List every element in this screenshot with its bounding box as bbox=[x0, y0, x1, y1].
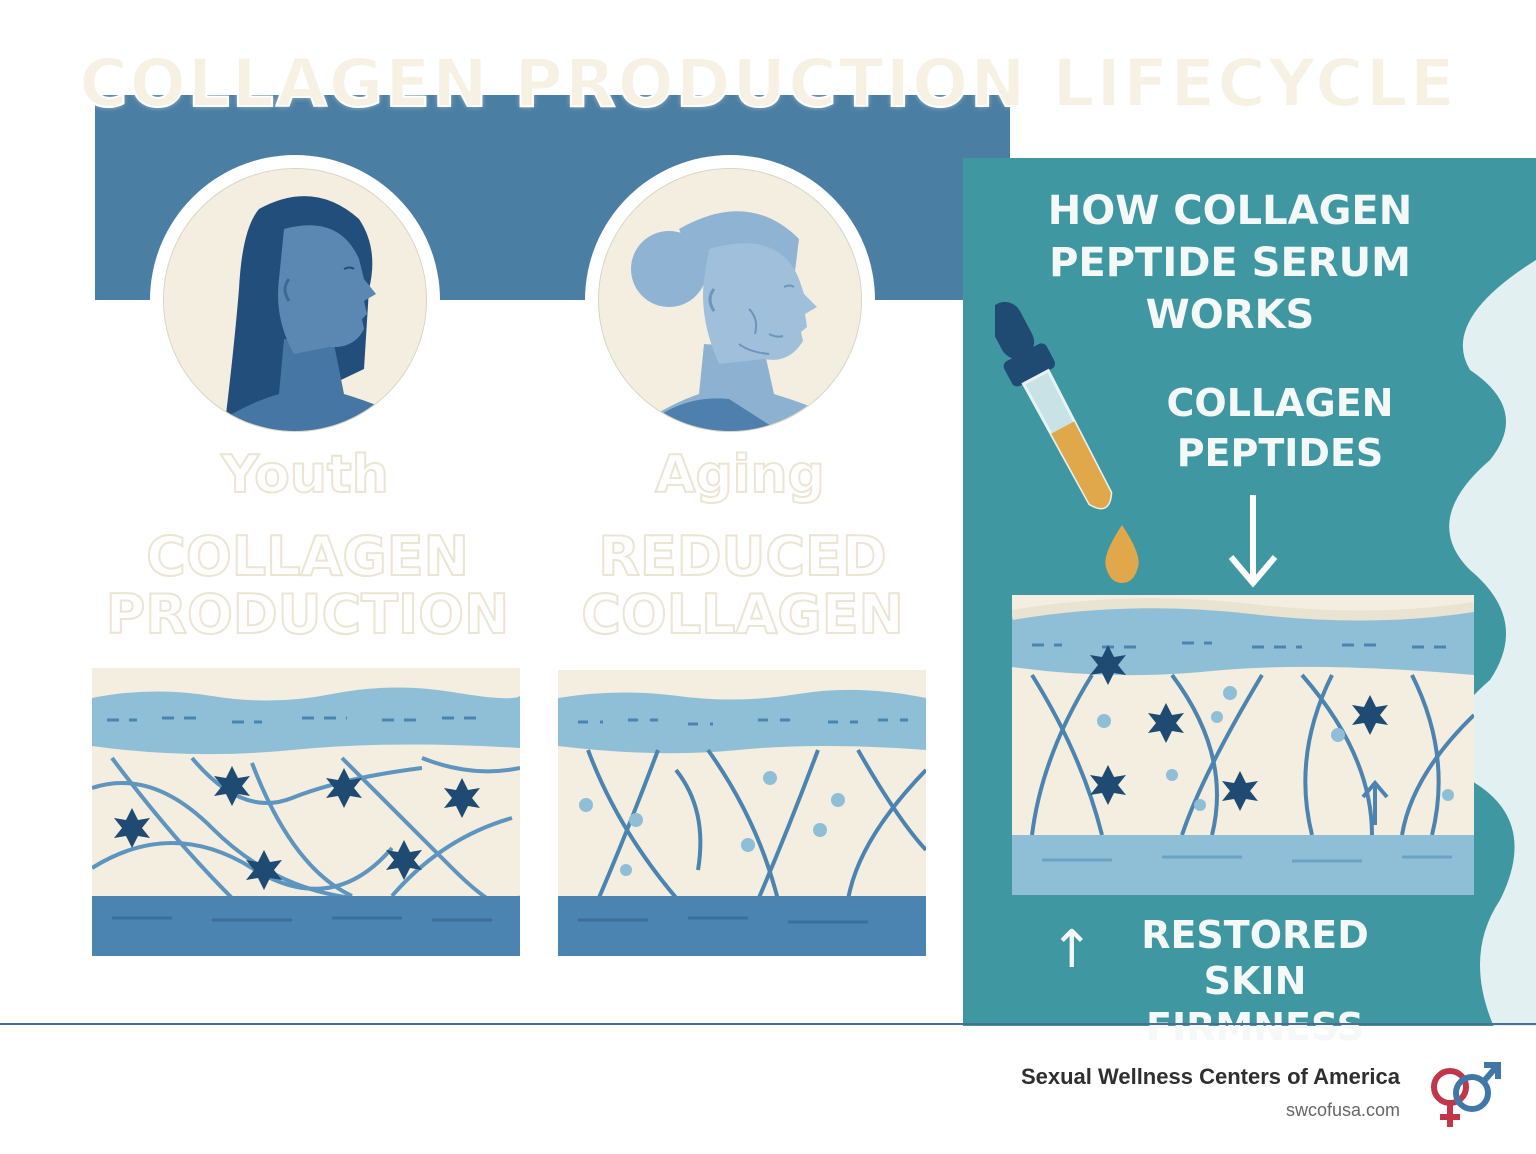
youth-label: Youth bbox=[220, 444, 390, 506]
youth-skin-cross-section bbox=[92, 668, 520, 956]
up-arrow-icon: ↑ bbox=[1050, 920, 1094, 980]
dropper-icon bbox=[995, 301, 1113, 510]
banner-brush-edge bbox=[95, 95, 1010, 125]
young-woman-profile-icon bbox=[164, 169, 426, 431]
organization-name: Sexual Wellness Centers of America bbox=[1020, 1064, 1400, 1089]
aging-skin-cross-section bbox=[558, 670, 926, 956]
aging-portrait bbox=[598, 168, 862, 432]
aging-label: Aging bbox=[654, 444, 826, 506]
gender-logo-icon bbox=[1431, 1062, 1501, 1127]
restored-label: RESTORED SKIN FIRMNESS bbox=[1141, 913, 1369, 1049]
aging-caption: REDUCED COLLAGEN bbox=[580, 525, 905, 646]
peptides-label: COLLAGEN PEPTIDES bbox=[1166, 381, 1394, 475]
droplet-icon bbox=[1105, 525, 1139, 583]
restored-skin-cross-section bbox=[1012, 595, 1474, 895]
fibroblast-cell-icon bbox=[114, 766, 480, 890]
youth-portrait bbox=[163, 168, 427, 432]
youth-caption: COLLAGEN PRODUCTION bbox=[105, 525, 510, 646]
page-title: COLLAGEN PRODUCTION LIFECYCLE bbox=[78, 44, 1457, 123]
older-woman-profile-icon bbox=[599, 169, 861, 431]
organization-url[interactable]: swcofusa.com bbox=[1285, 1100, 1400, 1120]
serum-panel-cloud-edge bbox=[1449, 260, 1536, 1040]
serum-title: HOW COLLAGEN PEPTIDE SERUM WORKS bbox=[1047, 188, 1413, 338]
down-arrow-icon bbox=[1228, 495, 1278, 588]
footer-divider bbox=[0, 1023, 1536, 1025]
